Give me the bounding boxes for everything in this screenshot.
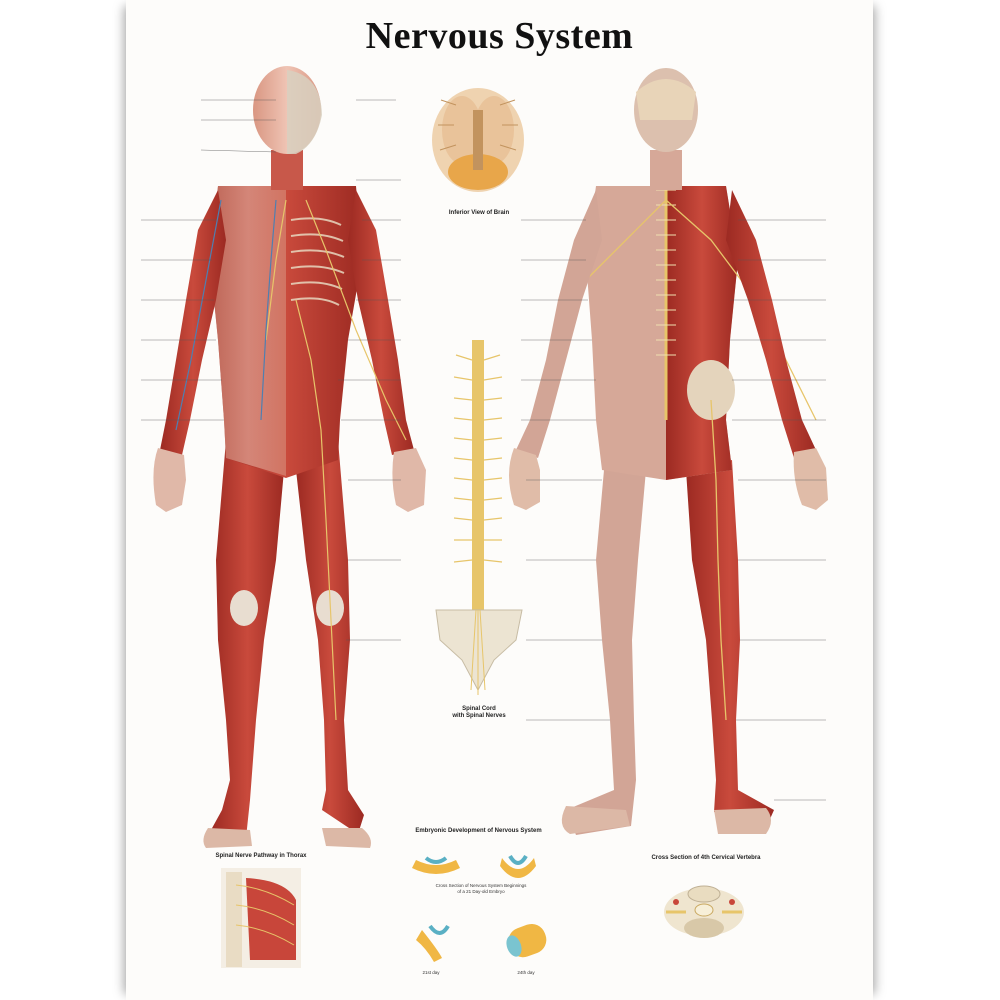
caption-brain: Inferior View of Brain <box>448 210 510 216</box>
embryo-section-note-1: Cross Section of Nervous System Beginnin… <box>435 883 527 888</box>
embryo-day-24: 24th day <box>517 970 535 975</box>
anatomy-illustrations <box>141 66 828 968</box>
spinal-cord-diagram <box>435 340 523 695</box>
embryo-day-21: 21st day <box>422 970 440 975</box>
caption-spinal-cord-line1: Spinal Cord <box>462 706 496 712</box>
poster: Nervous System <box>126 0 873 1000</box>
caption-embryo: Embryonic Development of Nervous System <box>415 828 542 834</box>
caption-spinal-cord-line2: with Spinal Nerves <box>452 713 506 719</box>
caption-cervical: Cross Section of 4th Cervical Vertebra <box>651 855 761 861</box>
label-leader-lines <box>141 99 826 801</box>
front-figure <box>153 66 426 848</box>
poster-title: Nervous System <box>365 15 634 57</box>
cervical-section-diagram <box>664 885 744 938</box>
brain-diagram <box>432 88 524 192</box>
thorax-pathway-diagram <box>221 868 301 968</box>
back-figure <box>509 68 828 835</box>
embryo-diagrams <box>412 854 547 962</box>
embryo-section-note-2: of a 21 Day-old Embryo <box>457 889 505 894</box>
caption-thorax: Spinal Nerve Pathway in Thorax <box>215 853 307 859</box>
